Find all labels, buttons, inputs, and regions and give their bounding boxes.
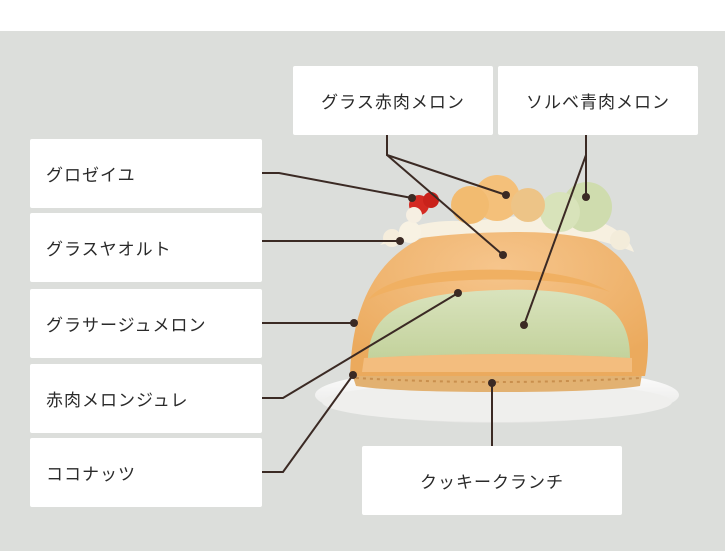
label-glace-yogurt: グラスヤオルト xyxy=(30,213,262,282)
label-text: グラサージュメロン xyxy=(46,316,207,336)
label-text: グラス赤肉メロン xyxy=(321,93,465,113)
orange-bottom-layer xyxy=(362,354,632,372)
label-sorbet-green-melon: ソルベ青肉メロン xyxy=(498,66,698,135)
label-groseille: グロゼイユ xyxy=(30,139,262,208)
cookie-base xyxy=(352,374,642,392)
label-coconut: ココナッツ xyxy=(30,438,262,507)
label-text: ソルベ青肉メロン xyxy=(526,93,670,113)
leader-lines xyxy=(262,135,587,473)
label-text: グロゼイユ xyxy=(46,166,136,186)
label-text: ココナッツ xyxy=(46,465,136,485)
label-cookie-crunch: クッキークランチ xyxy=(362,446,622,515)
label-text: 赤肉メロンジュレ xyxy=(46,391,189,411)
label-red-melon-jelly: 赤肉メロンジュレ xyxy=(30,364,262,433)
label-text: クッキークランチ xyxy=(420,473,564,493)
red-melon-layer xyxy=(368,269,610,300)
label-text: グラスヤオルト xyxy=(46,240,172,260)
label-glace-red-melon: グラス赤肉メロン xyxy=(293,66,493,135)
label-glacage-melon: グラサージュメロン xyxy=(30,289,262,358)
